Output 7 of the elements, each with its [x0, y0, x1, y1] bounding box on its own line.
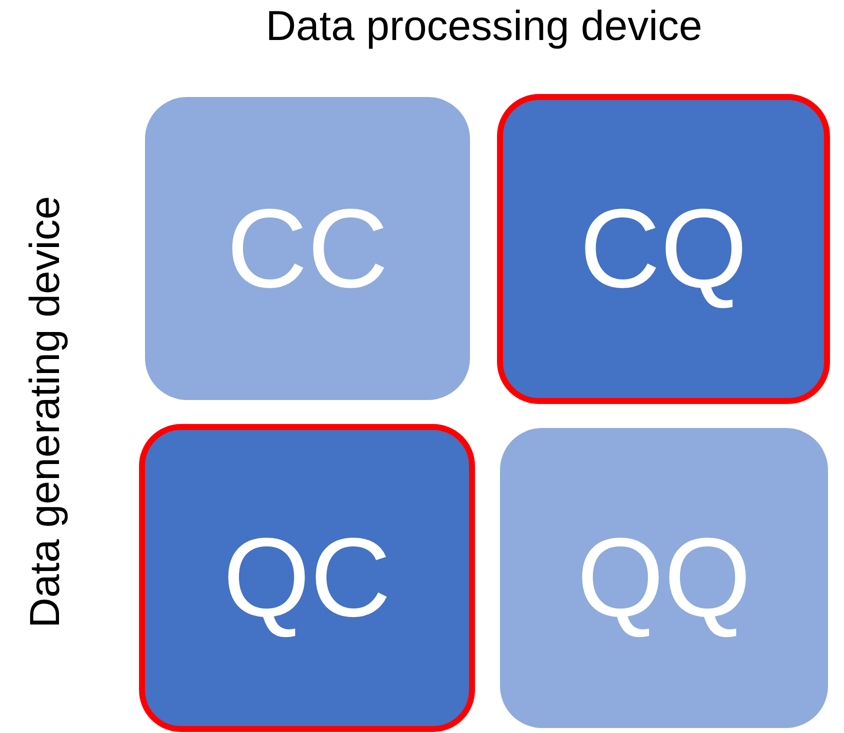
- quadrant-tile: [497, 94, 830, 404]
- tile-label: CC: [226, 192, 388, 304]
- quadrant-tile: [500, 428, 828, 728]
- quadrant-tile: [139, 424, 475, 732]
- axis-label: Data generating device: [21, 196, 69, 628]
- axis-label: Data processing device: [266, 2, 702, 50]
- quadrant-tile: [145, 97, 470, 400]
